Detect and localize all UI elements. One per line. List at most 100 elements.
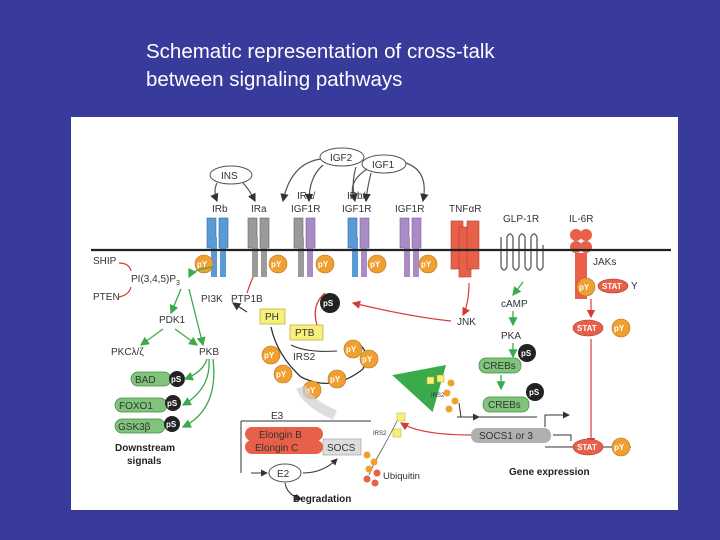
py-hybrid-b: pY — [370, 260, 381, 269]
pi3k-label: PI3K — [201, 294, 223, 305]
irs2-small-label-b: IRS2 — [373, 431, 387, 437]
py-ira: pY — [271, 260, 282, 269]
jnk-label: JNK — [457, 317, 476, 328]
ptb-label: PTB — [295, 328, 315, 339]
ship-label: SHIP — [93, 256, 117, 267]
pka-label: PKA — [501, 331, 521, 342]
irs2-complex: PH PTB IRS2 pS pY pY pY pY pY pY — [231, 292, 379, 400]
ph-label: PH — [265, 312, 279, 323]
stat-receptor-node — [597, 278, 629, 294]
right-pathway: JAKs pY STAT Y STAT pY cAMP PKA CREBs pS… — [351, 257, 638, 478]
stat-label-receptor: STAT — [602, 282, 622, 291]
ph-domain — [259, 308, 286, 325]
socs-label: SOCS — [327, 443, 356, 454]
socs13-node — [471, 428, 551, 443]
pten-inhibit-line — [118, 286, 132, 298]
crebs-node-b — [482, 396, 530, 413]
degradation-complex: E3 Elongin B Elongin C SOCS E2 Degradati… — [240, 384, 420, 505]
ptp1b-label: PTP1B — [231, 294, 263, 305]
receptor-igf1r-irb-label: IGF1R — [342, 204, 371, 215]
elongin-b-node — [245, 427, 323, 441]
receptor-igf1r-label: IGF1R — [395, 204, 424, 215]
ligand-ins: INS — [209, 165, 253, 185]
elongin-c-node — [245, 440, 323, 454]
receptor-glp1r — [500, 233, 544, 271]
socs-node — [322, 438, 362, 456]
crebs-label-a: CREBs — [483, 361, 516, 372]
stat-label-dimer-a: STAT — [577, 324, 597, 333]
py-irb: pY — [197, 260, 208, 269]
py-stat-dimer-a: pY — [614, 324, 625, 333]
crebs-node-a — [478, 357, 522, 374]
downstream-label-line-1: Downstream — [115, 443, 175, 454]
receptor-tnfar — [450, 220, 480, 278]
slide-title: Schematic representation of cross-talk b… — [146, 38, 666, 94]
stat-dimer-b — [572, 438, 604, 456]
py-irs2-1: pY — [264, 351, 275, 360]
degradation-label: Degradation — [293, 494, 351, 505]
pathway-diagram-svg: INS IGF2 IGF1 IRb IRa IRa/ IGF1R IRb/ IG… — [91, 147, 671, 505]
camp-label: cAMP — [501, 299, 528, 310]
receptor-glp1r-label: GLP-1R — [503, 214, 539, 225]
pkb-label: PKB — [199, 347, 219, 358]
foxo1-label: FOXO1 — [119, 401, 153, 412]
elongin-c-label: Elongin C — [255, 443, 298, 454]
slide-title-line-2: between signaling pathways — [146, 68, 403, 91]
ps-bad: pS — [171, 375, 182, 384]
ship-inhibit-line — [118, 262, 132, 272]
receptor-ira-slash-label: IRa/ — [297, 191, 316, 202]
gene-expression-label: Gene expression — [509, 467, 590, 478]
py-irs2-4: pY — [330, 375, 341, 384]
bad-label: BAD — [135, 375, 156, 386]
ligand-igf1-label: IGF1 — [372, 160, 395, 171]
receptor-ira-label: IRa — [251, 204, 267, 215]
receptor-irb — [206, 217, 229, 277]
ligand-binding-arrows — [210, 158, 429, 203]
irs2-small-label-a: IRS2 — [431, 393, 445, 399]
ligand-ins-label: INS — [221, 171, 238, 182]
receptor-irb-slash-label: IRb/ — [347, 191, 366, 202]
downstream-label-line-2: signals — [127, 456, 162, 467]
py-irs2-3: pY — [305, 386, 316, 395]
receptor-ira — [247, 217, 270, 277]
py-hybrid-a: pY — [318, 260, 329, 269]
left-pathway: SHIP PI(3,4,5)P3 PTEN PI3K PTP1B PDK1 PK… — [93, 256, 263, 467]
irs2-label: IRS2 — [293, 352, 316, 363]
ligand-igf1: IGF1 — [361, 154, 407, 174]
ptb-domain — [289, 324, 324, 341]
receptor-igf1r-ira-hybrid — [293, 217, 316, 277]
py-irs2-5: pY — [346, 345, 357, 354]
receptor-il6r-label: IL-6R — [569, 214, 593, 225]
receptor-py-nodes: pY pY pY pY pY — [194, 254, 438, 274]
stat-y-label: Y — [631, 281, 638, 292]
ps-irs2: pS — [323, 299, 334, 308]
gsk3b-label: GSK3β — [118, 422, 151, 433]
py-il6r: pY — [579, 283, 590, 292]
slide-title-line-1: Schematic representation of cross-talk — [146, 40, 495, 63]
py-irs2-2: pY — [276, 370, 287, 379]
receptor-igf1r-irb-hybrid — [347, 217, 370, 277]
receptor-irb-label: IRb — [212, 204, 228, 215]
ps-gsk3b: pS — [166, 420, 177, 429]
py-stat-dimer-b: pY — [614, 443, 625, 452]
pip3-label: PI(3,4,5)P3 — [131, 274, 180, 287]
receptor-igf1r — [399, 217, 422, 277]
stat-label-dimer-b: STAT — [577, 443, 597, 452]
socs13-label: SOCS1 or 3 — [479, 431, 533, 442]
pdk1-label: PDK1 — [159, 315, 186, 326]
pten-label: PTEN — [93, 292, 120, 303]
ps-crebs-b: pS — [529, 388, 540, 397]
pkc-label: PKCλ/ζ — [111, 347, 144, 358]
pathway-diagram: INS IGF2 IGF1 IRb IRa IRa/ IGF1R IRb/ IG… — [71, 117, 678, 510]
ligand-igf2-label: IGF2 — [330, 153, 353, 164]
stat-dimer-a — [572, 319, 604, 337]
e3-label: E3 — [271, 411, 284, 422]
ps-crebs-a: pS — [521, 349, 532, 358]
ubiquitin-label: Ubiquitin — [383, 471, 420, 482]
ps-foxo1: pS — [167, 399, 178, 408]
ligand-igf2: IGF2 — [319, 147, 365, 167]
elongin-b-label: Elongin B — [259, 430, 302, 441]
py-igf1r: pY — [421, 260, 432, 269]
crebs-label-b: CREBs — [488, 400, 521, 411]
jaks-label: JAKs — [593, 257, 616, 268]
